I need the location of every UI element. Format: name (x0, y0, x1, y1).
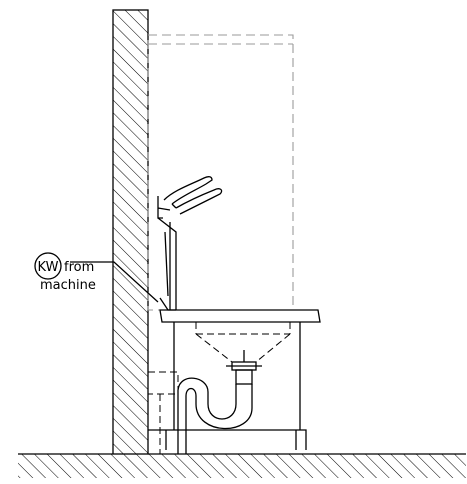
spray-handle (163, 176, 223, 215)
kw-label-machine: machine (40, 278, 96, 293)
hopper (195, 322, 291, 363)
drain-valve (226, 350, 262, 385)
wall (112, 9, 149, 455)
drain-trap (177, 377, 253, 454)
kw-label-from: from (64, 260, 94, 275)
kw-callout: KW from machine (34, 252, 96, 293)
kw-symbol: KW (38, 260, 59, 275)
floor (18, 453, 466, 478)
supply-leader (70, 261, 159, 303)
waste-pipe (147, 371, 179, 454)
sink-cabinet (148, 309, 321, 450)
wall-bracket (157, 196, 177, 311)
